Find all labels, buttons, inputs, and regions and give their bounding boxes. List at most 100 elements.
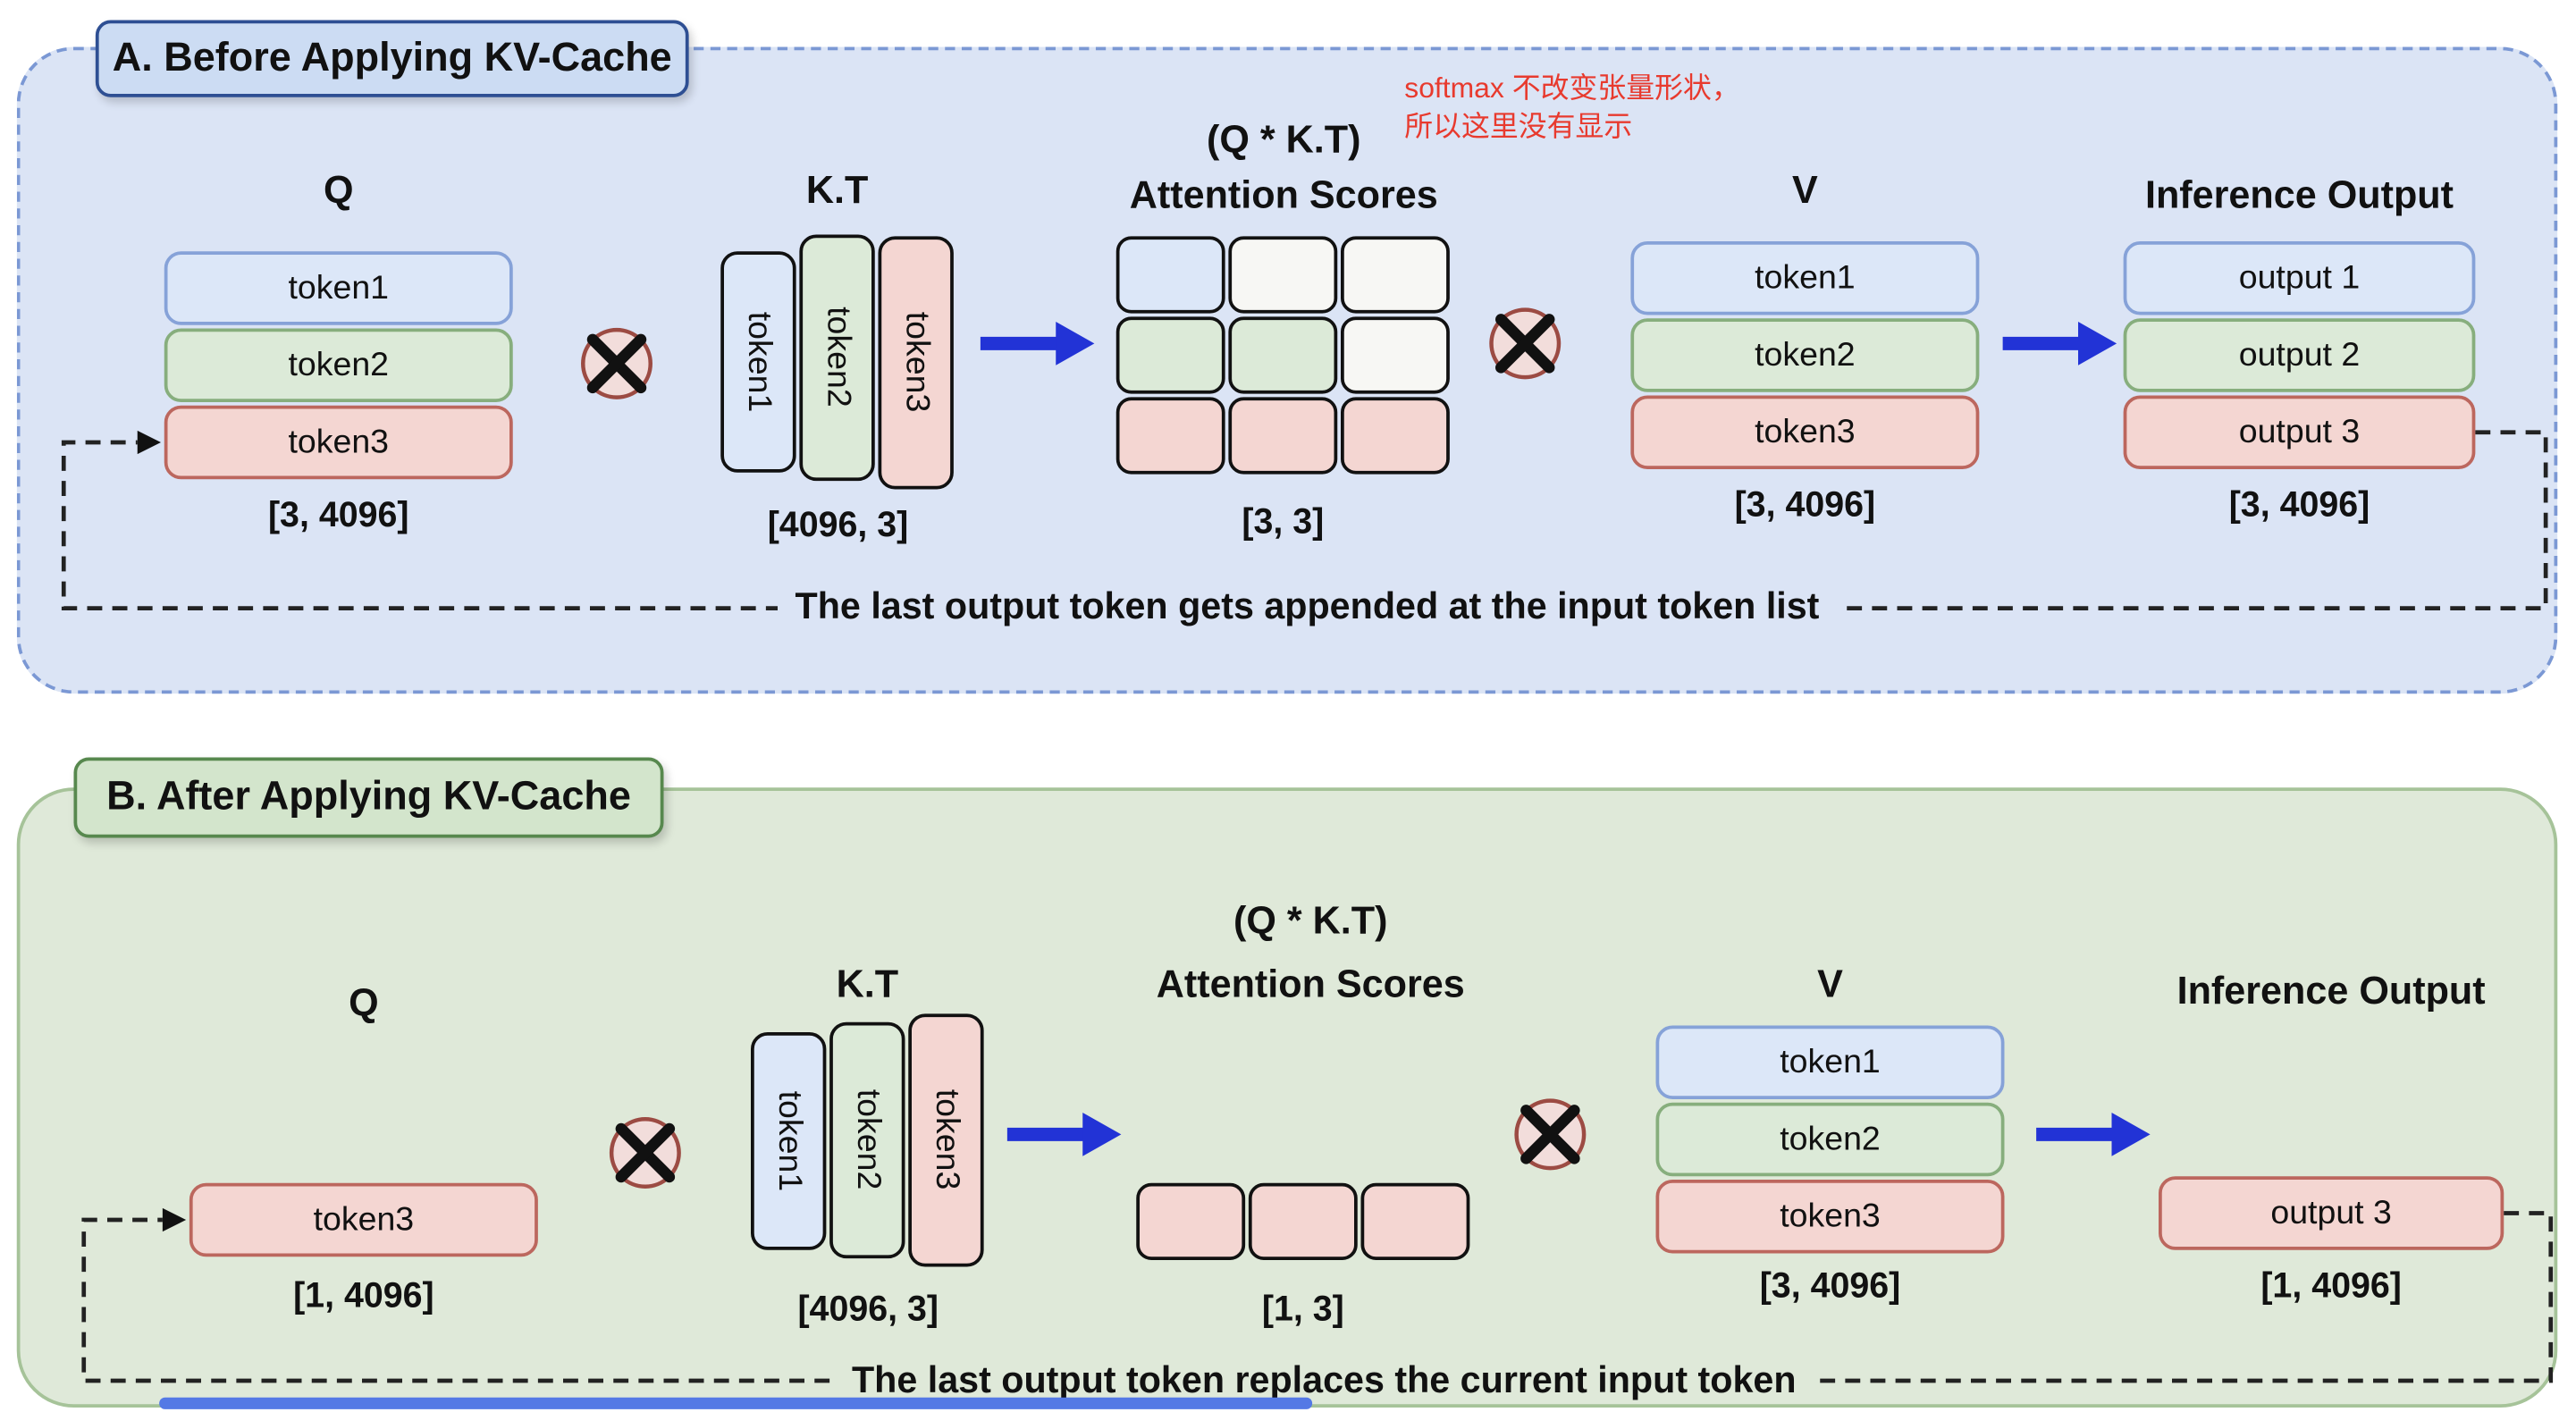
- attention-cell-masked: [1341, 236, 1450, 314]
- output-label-a: Inference Output: [2144, 172, 2454, 216]
- attention-cell-red: [1248, 1182, 1358, 1260]
- kt-column-label: token1: [770, 1090, 808, 1192]
- arrow-right-icon: [2036, 1113, 2151, 1156]
- arrow-right-icon: [2002, 322, 2117, 366]
- kt-column: token3: [878, 236, 954, 490]
- softmax-note-line1: softmax 不改变张量形状，: [1404, 71, 1740, 105]
- q-matrix-b: token3: [189, 1182, 538, 1257]
- matrix-row-label: token3: [1780, 1197, 1881, 1234]
- attention-shape-a: [3, 3]: [1242, 502, 1325, 542]
- v-matrix-b: token1 token2 token3: [1655, 1025, 2005, 1254]
- kt-label-a: K.T: [805, 167, 869, 212]
- matrix-row-label: token2: [288, 346, 390, 383]
- matrix-row: token3: [1655, 1180, 2005, 1254]
- attention-formula-b: (Q * K.T): [1233, 898, 1388, 942]
- matrix-row-label: token2: [1755, 335, 1856, 374]
- matrix-row-label: output 1: [2238, 258, 2361, 296]
- softmax-note: softmax 不改变张量形状， 所以这里没有显示: [1404, 71, 1739, 147]
- matrix-row: output 2: [2123, 318, 2476, 392]
- loop-caption-b: The last output token replaces the curre…: [737, 1358, 1911, 1403]
- attention-formula-a: (Q * K.T): [1207, 117, 1361, 161]
- matrix-row-label: token1: [1755, 258, 1856, 296]
- panel-b-title: B. After Applying KV-Cache: [73, 757, 664, 838]
- matmul-icon: [1514, 1098, 1587, 1171]
- matrix-row-label: output 2: [2238, 335, 2361, 374]
- matrix-row: token3: [189, 1182, 538, 1257]
- matrix-row-label: token2: [1780, 1120, 1881, 1157]
- arrow-right-icon: [1006, 1113, 1122, 1156]
- matrix-row: token2: [1630, 318, 1980, 392]
- kt-column: token2: [829, 1021, 905, 1259]
- matrix-row-label: token3: [288, 423, 390, 460]
- panel-a-title: A. Before Applying KV-Cache: [95, 20, 689, 97]
- kt-column-label: token2: [849, 1089, 887, 1191]
- matrix-row-label: token3: [1755, 413, 1856, 450]
- q-shape-b: [1, 4096]: [293, 1276, 434, 1315]
- output-shape-a: [3, 4096]: [2228, 485, 2370, 525]
- v-matrix-a: token1 token2 token3: [1630, 241, 1980, 469]
- kt-column-label: token3: [898, 312, 936, 414]
- q-label-b: Q: [349, 979, 379, 1024]
- softmax-note-line2: 所以这里没有显示: [1404, 110, 1633, 143]
- matrix-row-label: token3: [313, 1200, 415, 1238]
- matrix-row: token2: [1655, 1102, 2005, 1177]
- q-label-a: Q: [323, 167, 354, 212]
- loop-caption-b-text: The last output token replaces the curre…: [835, 1358, 1814, 1403]
- output-matrix-a: output 1 output 2 output 3: [2123, 241, 2476, 469]
- kt-column: token1: [720, 251, 796, 473]
- v-label-b: V: [1817, 962, 1843, 1005]
- loop-caption-a-text: The last output token gets appended at t…: [778, 584, 1837, 629]
- matrix-row: output 1: [2123, 241, 2476, 315]
- attention-cell-red: [1360, 1182, 1470, 1260]
- matrix-row-label: output 3: [2270, 1193, 2392, 1231]
- kt-column-label: token2: [819, 307, 857, 408]
- output-matrix-b: output 3: [2159, 1176, 2504, 1250]
- matmul-icon: [581, 327, 652, 399]
- v-label-a: V: [1791, 167, 1818, 212]
- loop-caption-a: The last output token gets appended at t…: [684, 584, 1931, 629]
- attention-cell-masked: [1341, 316, 1450, 394]
- matrix-row-label: output 3: [2238, 413, 2361, 450]
- kt-label-b: K.T: [836, 962, 899, 1005]
- attention-cell-red: [1136, 1182, 1246, 1260]
- attention-label-b: Attention Scores: [1156, 962, 1465, 1005]
- arrow-right-icon: [980, 322, 1095, 366]
- matrix-row: token3: [1630, 395, 1980, 469]
- matrix-row: token3: [164, 405, 513, 480]
- matrix-row: output 3: [2159, 1176, 2504, 1250]
- attention-label-a: Attention Scores: [1129, 172, 1438, 216]
- kt-column: token2: [799, 234, 875, 482]
- v-shape-a: [3, 4096]: [1734, 485, 1876, 525]
- attention-cell-red: [1228, 397, 1338, 475]
- kt-shape-a: [4096, 3]: [767, 506, 909, 545]
- matrix-row: token2: [164, 328, 513, 402]
- attention-cell-masked: [1228, 236, 1338, 314]
- q-matrix-a: token1 token2 token3: [164, 251, 513, 480]
- q-shape-a: [3, 4096]: [267, 496, 409, 535]
- attention-cell-green: [1228, 316, 1338, 394]
- matmul-icon: [609, 1117, 681, 1189]
- attention-shape-b: [1, 3]: [1261, 1290, 1344, 1329]
- kt-column-label: token3: [928, 1089, 965, 1191]
- output-label-b: Inference Output: [2176, 968, 2486, 1013]
- matrix-row: token1: [1630, 241, 1980, 315]
- attention-grid-b: [1136, 1182, 1470, 1260]
- output-shape-b: [1, 4096]: [2260, 1266, 2402, 1306]
- kt-column: token1: [751, 1032, 827, 1250]
- kt-column-label: token1: [740, 311, 778, 413]
- scrollbar-thumb[interactable]: [159, 1397, 1313, 1409]
- attention-cell-red: [1115, 397, 1225, 475]
- attention-grid-a: [1115, 236, 1450, 475]
- kt-column: token3: [908, 1013, 984, 1267]
- v-shape-b: [3, 4096]: [1759, 1266, 1901, 1306]
- matrix-row: token1: [1655, 1025, 2005, 1099]
- attention-cell-blue: [1115, 236, 1225, 314]
- kt-shape-b: [4096, 3]: [797, 1290, 939, 1329]
- matmul-icon: [1489, 307, 1562, 380]
- matrix-row-label: token1: [1780, 1043, 1881, 1080]
- attention-cell-green: [1115, 316, 1225, 394]
- matrix-row: output 3: [2123, 395, 2476, 469]
- matrix-row: token1: [164, 251, 513, 325]
- attention-cell-red: [1341, 397, 1450, 475]
